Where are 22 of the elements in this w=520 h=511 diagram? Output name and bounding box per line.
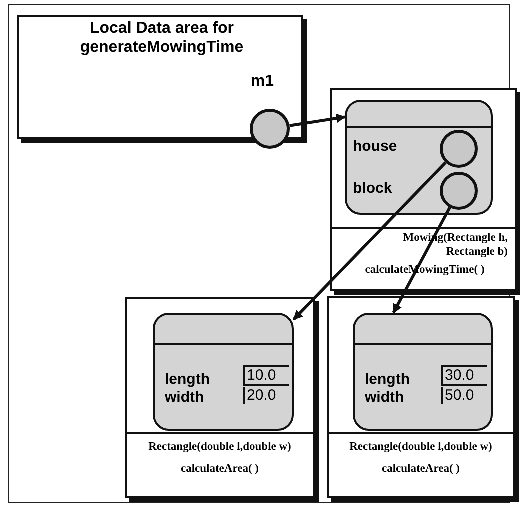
value-field: 20.0 xyxy=(243,387,289,404)
object-data-area xyxy=(153,313,294,431)
reference-circle xyxy=(440,130,478,168)
method-text: calculateArea( ) xyxy=(180,462,260,476)
heading: Local Data area for generateMowingTime xyxy=(79,19,245,57)
variable-name: m1 xyxy=(250,72,274,91)
reference-arrow xyxy=(292,162,447,321)
object-data-area xyxy=(353,313,493,431)
variable-name: house xyxy=(353,138,398,155)
value-field: 30.0 xyxy=(441,365,487,386)
field-label: length xyxy=(365,371,410,388)
constructor-text: Rectangle(double l,double w) xyxy=(348,440,494,454)
field-label: width xyxy=(365,389,404,406)
variable-name: block xyxy=(353,180,394,197)
field-label: width xyxy=(165,389,204,406)
constructor-text: Rectangle(double l,double w) xyxy=(148,440,292,454)
value-field: 10.0 xyxy=(243,365,289,386)
reference-circle xyxy=(440,172,478,210)
value-field: 50.0 xyxy=(441,387,487,404)
field-label: length xyxy=(165,371,210,388)
object-data-area xyxy=(345,100,493,215)
method-text: calculateArea( ) xyxy=(380,462,462,476)
